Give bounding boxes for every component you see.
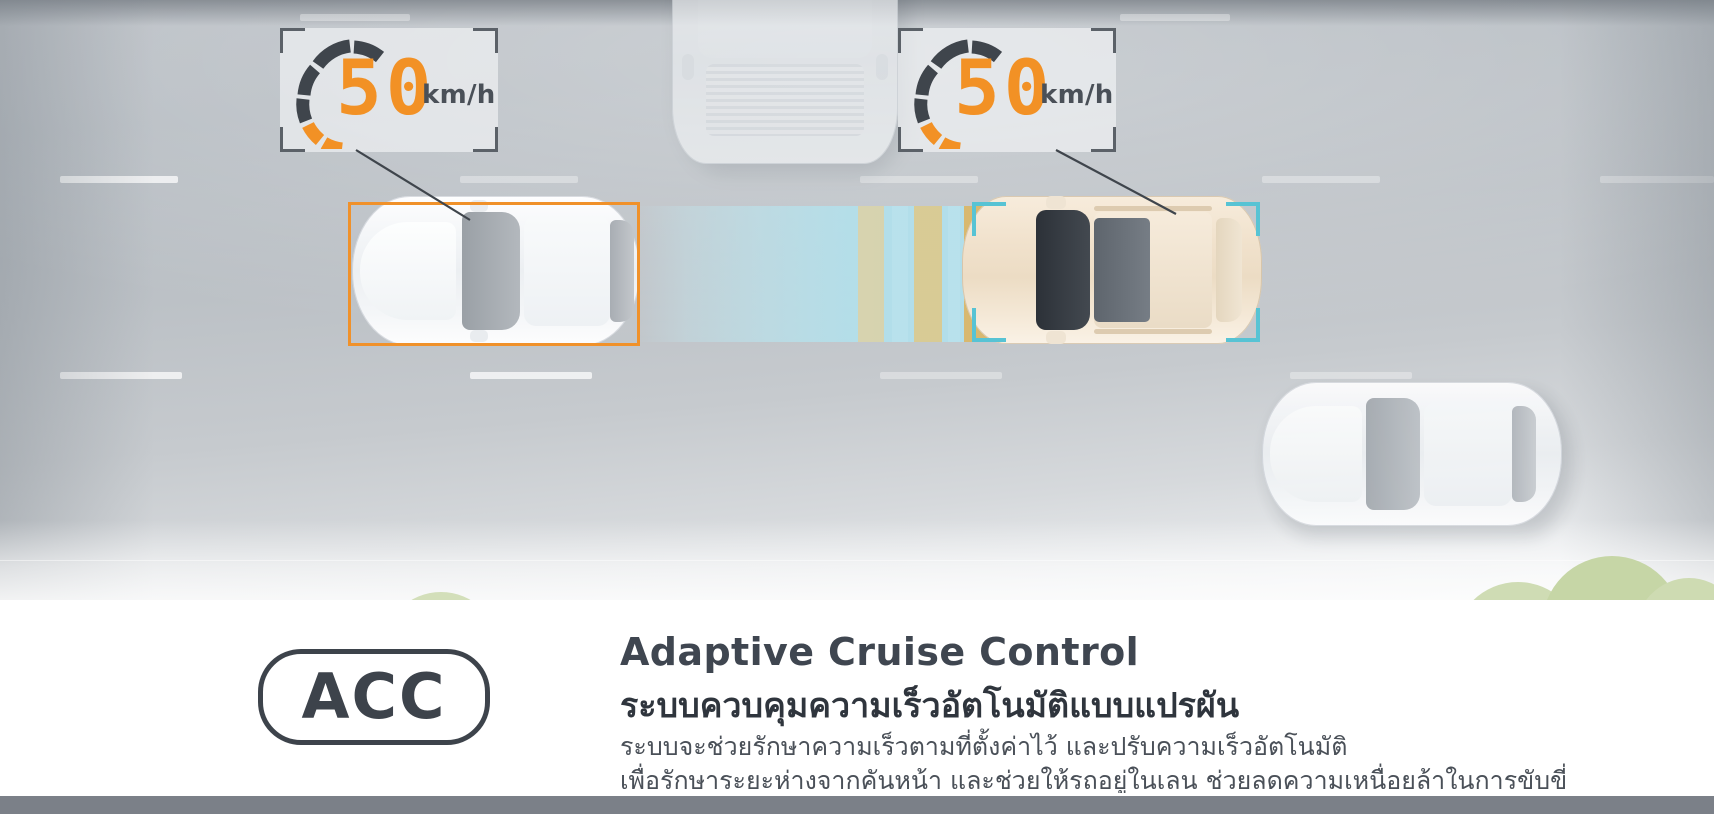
caption-title-en: Adaptive Cruise Control [620,630,1140,674]
footer-bar [0,793,1714,814]
speed-arc-icon [296,39,385,149]
lane-dash [1600,176,1714,183]
caption-title-th: ระบบควบคุมความเร็วอัตโนมัติแบบแปรผัน [620,686,1240,726]
windshield [1036,210,1090,330]
background-vehicle-right [1262,382,1572,536]
hud-right-leader-line [1055,149,1177,215]
speed-arc-icon [914,39,1003,149]
beam-band-cyan [892,206,908,342]
mirror-icon [876,54,888,80]
lane-dash [300,14,410,21]
hud-left-unit-label: km/h [422,80,496,110]
lane-dash [470,372,592,379]
curb-line [0,560,1714,561]
beam-band-cyan [948,206,960,342]
mirror-icon [470,330,488,342]
target-vehicle [962,196,1272,354]
lane-dash [60,372,182,379]
lane-dash [880,372,1002,379]
background-vehicle-top [672,0,908,174]
lane-dash [1290,372,1412,379]
hud-left-speed-value: 50 [336,43,436,132]
hud-left-leader-line [355,149,471,221]
ego-detection-box [348,202,640,346]
lane-dash [1120,14,1230,21]
ego-vehicle [352,196,650,356]
acc-badge-label: ACC [301,660,447,733]
target-detection-brackets [972,202,1260,342]
hud-right-unit-label: km/h [1040,80,1114,110]
radar-sensor-beam [636,206,988,342]
mirror-icon [1046,331,1066,344]
caption-body-line-1: ระบบจะช่วยรักษาความเร็วตามที่ตั้งค่าไว้ … [620,732,1348,761]
hud-right-speed-value: 50 [954,43,1054,132]
lane-dash [460,176,578,183]
beam-band-amber [858,206,884,342]
lane-dash [860,176,978,183]
mirror-icon [682,54,694,80]
caption-panel [0,600,1714,796]
acc-badge: ACC [258,649,490,745]
hud-gauge-right: 50 km/h [898,28,1116,152]
beam-band-amber [914,206,942,342]
lane-dash [1262,176,1380,183]
lane-dash [60,176,178,183]
mirror-icon [1046,196,1066,209]
caption-body-line-2: เพื่อรักษาระยะห่างจากคันหน้า และช่วยให้ร… [620,766,1568,795]
hud-gauge-left: 50 km/h [280,28,498,152]
